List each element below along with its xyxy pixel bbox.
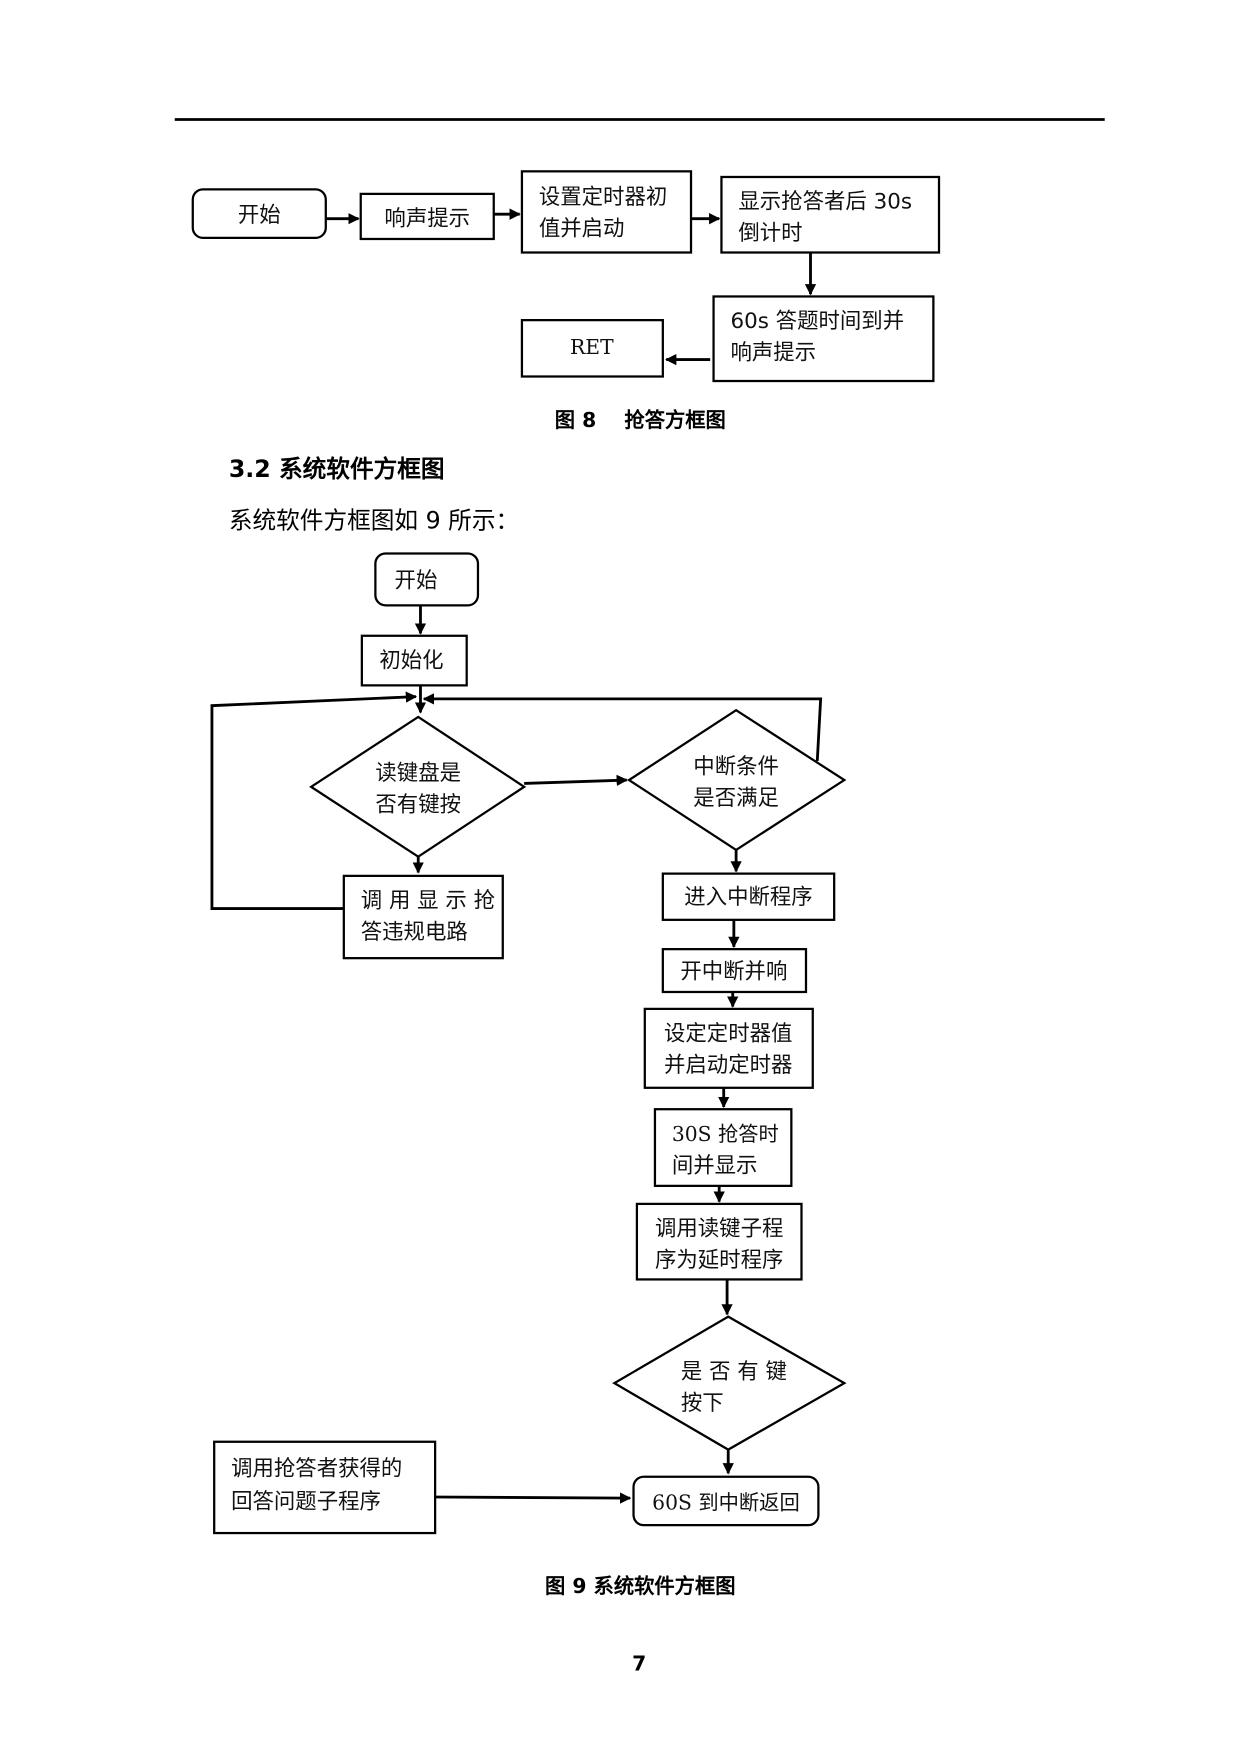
fig9-key-pressed-label-1: 是 否 有 键 (681, 1360, 787, 1385)
fig9-start-label: 开始 (395, 568, 438, 593)
fig9-grab-time-label-1: 30S 抢答时 (672, 1122, 779, 1146)
fig9-violation-label-2: 答违规电路 (361, 920, 468, 945)
fig8-show-countdown-node (720, 175, 941, 254)
fig9-read-key-label-1: 读键盘是 (375, 761, 461, 786)
fig8-show-label-1: 显示抢答者后 30s (738, 190, 912, 215)
fig9-answer-sub-label-1: 调用抢答者获得的 (231, 1457, 402, 1482)
fig9-arrow-answer-return (435, 1492, 632, 1504)
fig9-set-timer-label-1: 设定定时器值 (664, 1021, 792, 1046)
fig9-caption: 图 9 系统软件方框图 (545, 1574, 735, 1598)
fig8-answer-label-1: 60s 答题时间到并 (730, 309, 904, 334)
fig9-init-node (360, 634, 468, 687)
fig9-return-label: 60S 到中断返回 (652, 1490, 800, 1514)
fig9-interrupt-label-1: 中断条件 (693, 754, 779, 779)
fig9-answer-sub-label-2: 回答问题子程序 (231, 1489, 381, 1514)
fig8-answer-label-2: 响声提示 (730, 341, 816, 366)
fig8-caption: 图 8 抢答方框图 (555, 408, 726, 432)
fig9-return-node (632, 1475, 820, 1527)
fig8-set-timer-node (520, 170, 693, 254)
fig9-loop-right (422, 693, 823, 761)
fig9-enter-isr-node (661, 872, 836, 921)
fig9-set-timer-node (643, 1007, 814, 1089)
fig9-read-key-decision (309, 715, 527, 859)
fig9-answer-sub-node (213, 1440, 437, 1535)
fig8-start-node (191, 188, 327, 239)
fig8-set-timer-label-2: 值并启动 (539, 217, 625, 242)
section-intro: 系统软件方框图如 9 所示： (229, 507, 519, 535)
fig9-interrupt-label-2: 是否满足 (693, 786, 779, 811)
fig9-init-label: 初始化 (379, 648, 443, 673)
fig9-grab-time-node (653, 1108, 793, 1187)
fig9-read-key-label-2: 否有键按 (375, 793, 461, 818)
fig9-violation-node (342, 874, 504, 960)
figure-8: 开始 响声提示 设置定时器初 值并启动 显示抢答者后 30s 倒计时 60s 答… (191, 170, 941, 432)
fig9-call-read-label-2: 序为延时程序 (655, 1248, 783, 1273)
fig9-call-read-label-1: 调用读键子程 (655, 1216, 783, 1241)
figure-9: 开始 初始化 读键盘是 否有键按 调 用 显 示 抢 答违规电路 中断条件 是否… (210, 552, 847, 1598)
fig8-show-label-2: 倒计时 (738, 221, 802, 246)
fig8-set-timer-label-1: 设置定时器初 (539, 185, 667, 210)
fig8-beep-node (359, 192, 495, 241)
fig9-key-pressed-label-2: 按下 (681, 1391, 724, 1416)
fig9-arrow-read-interrupt (524, 774, 628, 787)
fig9-loop-left (210, 691, 418, 910)
page-number: 7 (632, 1652, 646, 1676)
fig9-start-node (374, 552, 480, 607)
fig9-violation-label-1: 调 用 显 示 抢 (361, 888, 495, 913)
fig8-start-label: 开始 (238, 203, 281, 228)
fig9-call-read-node (635, 1202, 803, 1281)
fig8-ret-node (520, 319, 664, 378)
fig9-enter-isr-label: 进入中断程序 (684, 885, 812, 910)
fig9-enable-int-label: 开中断并响 (680, 959, 787, 984)
fig8-answer-time-node (712, 295, 935, 383)
fig9-interrupt-decision (626, 708, 847, 852)
fig9-enable-int-node (661, 948, 808, 994)
fig9-grab-time-label-2: 间并显示 (672, 1153, 758, 1178)
fig8-beep-label: 响声提示 (384, 206, 470, 231)
fig8-ret-label: RET (570, 335, 614, 359)
fig9-set-timer-label-2: 并启动定时器 (664, 1053, 792, 1078)
section-heading: 3.2 系统软件方框图 (229, 455, 445, 483)
